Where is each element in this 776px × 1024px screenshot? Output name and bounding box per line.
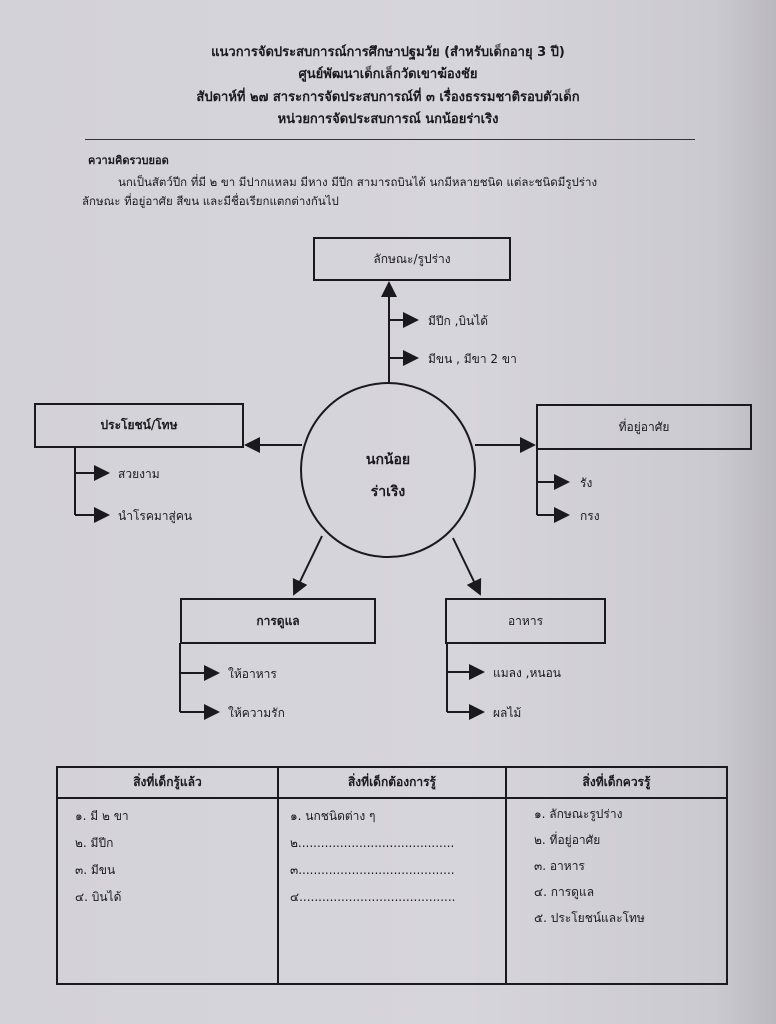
col-known: ๑. มี ๒ ขา ๒. มีปีก ๓. มีขน ๔. บินได้ bbox=[56, 797, 279, 985]
summary-heading: ความคิดรวบยอด bbox=[88, 154, 169, 167]
top-item-1: มีปีก ,บินได้ bbox=[428, 314, 489, 328]
divider bbox=[85, 139, 695, 140]
node-bottom-left: การดูแล bbox=[180, 598, 376, 644]
list-item: ๔. บินได้ bbox=[75, 890, 122, 904]
header-should: สิ่งที่เด็กควรรู้ bbox=[505, 766, 728, 799]
week-subject: สัปดาห์ที่ ๒๗ สาระการจัดประสบการณ์ที่ ๓ … bbox=[196, 90, 580, 105]
top-item-2: มีขน , มีขา 2 ขา bbox=[428, 352, 517, 366]
list-item: ๑. มี ๒ ขา bbox=[75, 809, 129, 823]
node-bottom-right: อาหาร bbox=[445, 598, 606, 644]
header-want: สิ่งที่เด็กต้องการรู้ bbox=[277, 766, 507, 799]
header-known: สิ่งที่เด็กรู้แล้ว bbox=[56, 766, 279, 799]
list-item: ๒.......................................… bbox=[290, 836, 455, 850]
list-item: ๒. มีปีก bbox=[75, 836, 114, 850]
bottom-right-item-1: แมลง ,หนอน bbox=[493, 666, 562, 680]
doc-title: แนวการจัดประสบการณ์การศึกษาปฐมวัย (สำหรั… bbox=[211, 45, 565, 60]
left-item-2: นำโรคมาสู่คน bbox=[118, 509, 193, 523]
list-item: ๔. การดูแล bbox=[534, 885, 595, 899]
list-item: ๓. อาหาร bbox=[534, 859, 585, 873]
list-item: ๑. ลักษณะรูปร่าง bbox=[534, 807, 623, 821]
unit-title: หน่วยการจัดประสบการณ์ นกน้อยร่าเริง bbox=[277, 112, 499, 127]
list-item: ๓. มีขน bbox=[75, 863, 116, 877]
bottom-left-item-1: ให้อาหาร bbox=[228, 667, 277, 681]
center-label-1: นกน้อย bbox=[365, 452, 411, 468]
left-item-1: สวยงาม bbox=[118, 467, 160, 481]
col-should: ๑. ลักษณะรูปร่าง ๒. ที่อยู่อาศัย ๓. อาหา… bbox=[505, 797, 728, 985]
list-item: ๓.......................................… bbox=[290, 863, 455, 877]
bottom-left-item-2: ให้ความรัก bbox=[228, 706, 285, 720]
list-item: ๒. ที่อยู่อาศัย bbox=[534, 833, 601, 847]
right-item-2: กรง bbox=[580, 509, 600, 523]
list-item: ๔.......................................… bbox=[290, 890, 456, 904]
list-item: ๑. นกชนิดต่าง ๆ bbox=[290, 809, 376, 823]
right-item-1: รัง bbox=[580, 476, 593, 490]
center-name: ศูนย์พัฒนาเด็กเล็กวัดเขาฆ้องชัย bbox=[298, 67, 478, 82]
summary-line-2: ลักษณะ ที่อยู่อาศัย สีขน และมีชื่อเรียกแ… bbox=[82, 194, 339, 208]
kwl-table: สิ่งที่เด็กรู้แล้ว สิ่งที่เด็กต้องการรู้… bbox=[56, 766, 728, 985]
node-left: ประโยชน์/โทษ bbox=[34, 403, 244, 448]
col-want: ๑. นกชนิดต่าง ๆ ๒.......................… bbox=[277, 797, 507, 985]
center-label-2: ร่าเริง bbox=[370, 484, 406, 500]
bottom-right-item-2: ผลไม้ bbox=[493, 706, 522, 720]
list-item: ๕. ประโยชน์และโทษ bbox=[534, 911, 645, 925]
node-top: ลักษณะ/รูปร่าง bbox=[313, 237, 511, 281]
summary-line-1: นกเป็นสัตว์ปีก ที่มี ๒ ขา มีปากแหลม มีหา… bbox=[118, 175, 598, 189]
node-right: ที่อยู่อาศัย bbox=[536, 404, 752, 450]
